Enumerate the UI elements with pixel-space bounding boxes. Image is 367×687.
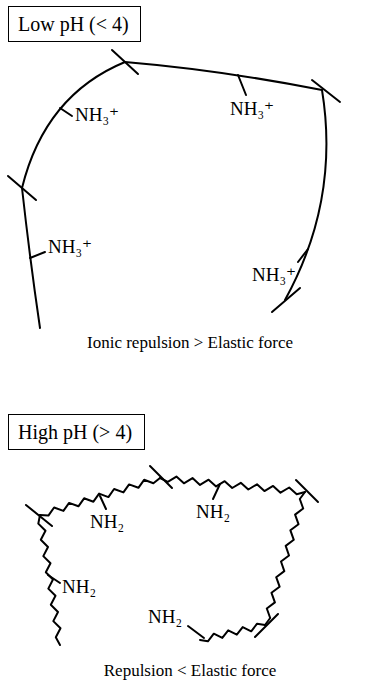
crosslink <box>8 176 36 200</box>
group-label: NH₃⁺ <box>75 104 119 126</box>
side-group <box>298 249 308 262</box>
heading-text: Low pH (< 4) <box>18 12 131 36</box>
side-group <box>213 484 220 499</box>
heading-box: High pH (> 4) <box>8 414 145 450</box>
crosslink <box>312 80 340 102</box>
polymer-chain <box>200 624 265 642</box>
crosslink <box>26 505 52 526</box>
crosslink <box>150 466 172 488</box>
side-group <box>238 75 246 95</box>
polymer-chain <box>40 478 160 516</box>
side-group <box>100 496 106 509</box>
group-label: NH₂ <box>62 576 96 598</box>
group-label: NH₃⁺ <box>252 264 296 286</box>
group-label: NH₂ <box>148 606 182 628</box>
side-group <box>60 108 72 116</box>
group-label: NH₂ <box>90 511 124 533</box>
polymer-chain <box>38 515 60 645</box>
heading-text: High pH (> 4) <box>18 420 135 444</box>
caption-text: Ionic repulsion > Elastic force <box>87 332 293 354</box>
polymer-chain <box>265 492 305 625</box>
side-group <box>48 575 60 583</box>
caption-text: Repulsion < Elastic force <box>104 660 276 682</box>
side-group <box>188 626 204 638</box>
heading-box: Low pH (< 4) <box>8 6 141 42</box>
group-label: NH₃⁺ <box>48 236 92 258</box>
polymer-chain <box>160 477 305 495</box>
side-group <box>30 252 45 258</box>
crosslink <box>255 614 278 637</box>
group-label: NH₂ <box>196 501 230 523</box>
crosslink <box>112 50 138 74</box>
crosslink <box>272 288 300 312</box>
crosslink <box>296 480 318 502</box>
polymer-chain <box>125 62 322 90</box>
polymer-chain <box>22 62 125 188</box>
group-label: NH₃⁺ <box>230 98 274 120</box>
